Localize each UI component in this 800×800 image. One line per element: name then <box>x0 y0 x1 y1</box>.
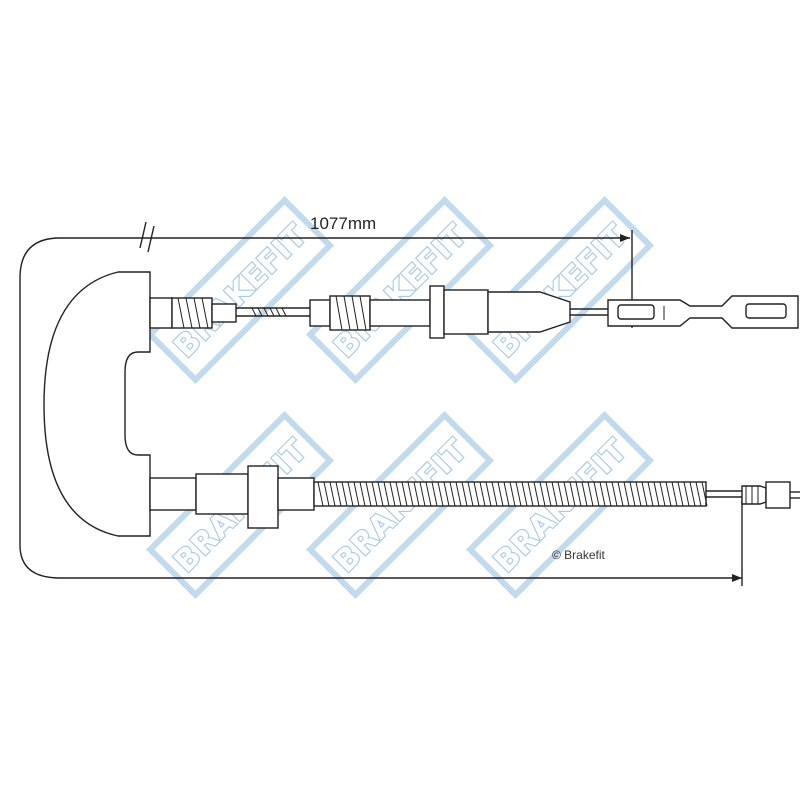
twisted-cable-1 <box>251 307 287 317</box>
adjuster-nut-2 <box>309 299 331 327</box>
upper-ferrule <box>149 297 173 329</box>
dimension-label: 1077mm <box>310 214 377 233</box>
arrow-head-bottom <box>732 574 742 582</box>
threaded-adjuster-2 <box>329 295 371 331</box>
watermark-3: BRAKEFIT <box>465 195 655 385</box>
tapered-end <box>487 291 571 333</box>
arrow-head-top <box>620 234 630 242</box>
lower-collar <box>277 477 315 511</box>
lower-sleeve <box>195 473 249 515</box>
equaliser-bracket <box>43 271 151 537</box>
dimension-line <box>19 221 743 586</box>
upper-cable <box>149 285 799 339</box>
lower-cable <box>149 465 800 529</box>
outer-sleeve <box>369 299 431 327</box>
lower-grommet <box>247 465 279 529</box>
watermark-group: BRAKEFIT BRAKEFIT BRAKEFIT BRAKEFIT BRAK… <box>145 195 655 600</box>
copyright-text: © Brakefit <box>552 548 605 562</box>
abutment-housing <box>443 289 489 335</box>
connector-slot-1 <box>617 304 655 320</box>
threaded-adjuster-1 <box>171 297 213 329</box>
break-mark <box>139 221 155 253</box>
connector-slot-2 <box>745 303 787 319</box>
cable-end-fitting <box>765 481 791 509</box>
spring-coils <box>317 481 708 507</box>
mounting-flange <box>429 285 445 339</box>
lower-ferrule <box>149 477 197 511</box>
watermark-1: BRAKEFIT <box>145 195 335 385</box>
adjuster-nut-1 <box>211 303 237 323</box>
